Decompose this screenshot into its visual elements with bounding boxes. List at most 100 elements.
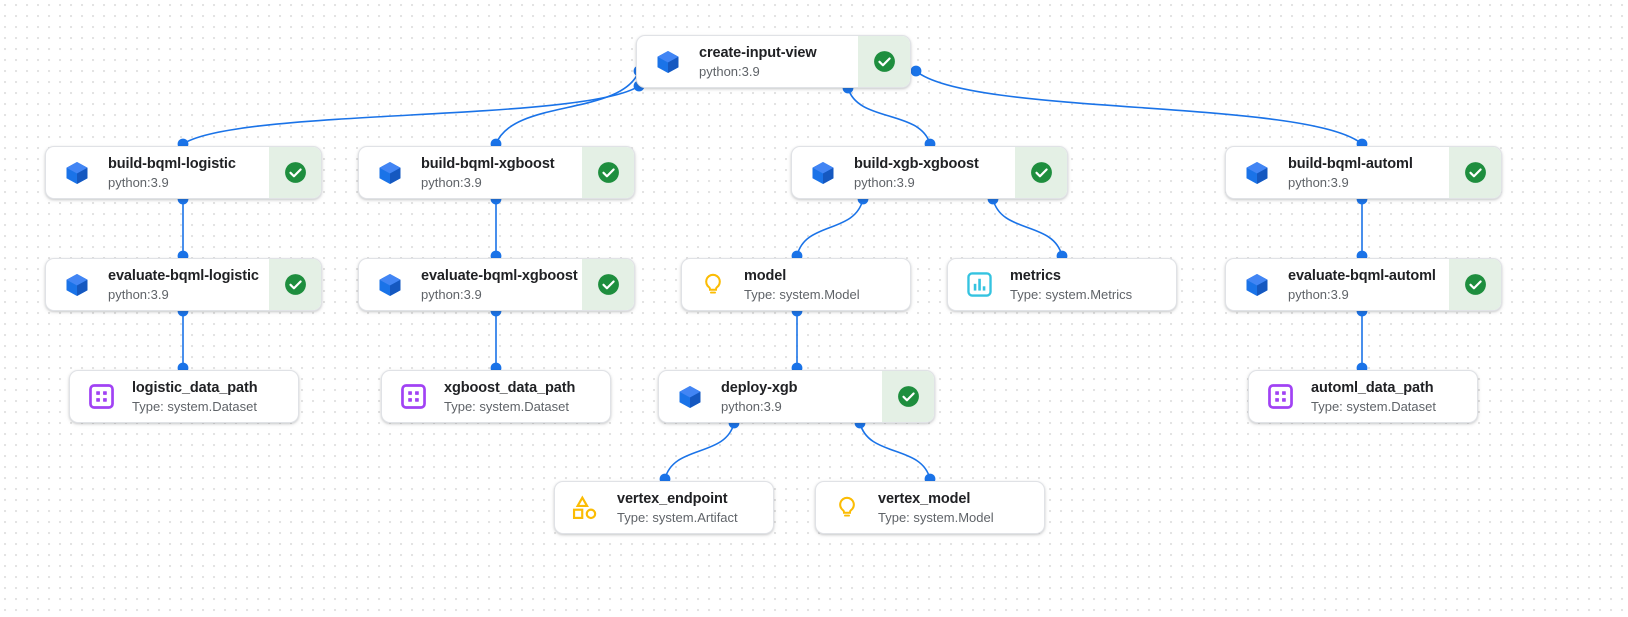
status-badge <box>582 259 634 310</box>
cube-icon <box>62 158 92 188</box>
node-title: xgboost_data_path <box>444 379 576 396</box>
check-circle-icon <box>597 274 619 295</box>
status-badge <box>1015 147 1067 198</box>
node-subtitle: python:3.9 <box>421 286 482 302</box>
cube-icon <box>675 382 705 412</box>
cube-icon <box>808 158 838 188</box>
node-title: logistic_data_path <box>132 379 258 396</box>
cube-icon <box>1246 161 1268 184</box>
cube-icon <box>375 270 405 300</box>
cube-icon <box>66 273 88 296</box>
graph-node-build-bqml-xgboost[interactable]: build-bqml-xgboost python:3.9 <box>358 146 635 199</box>
graph-node-build-bqml-logistic[interactable]: build-bqml-logistic python:3.9 <box>45 146 322 199</box>
node-body: build-bqml-logistic python:3.9 <box>46 147 269 198</box>
node-subtitle: python:3.9 <box>108 174 169 190</box>
dataset-grid-icon <box>398 382 428 412</box>
node-text: build-bqml-logistic python:3.9 <box>108 155 236 191</box>
edge-create-input-view-to-build-bqml-xgboost <box>495 70 640 145</box>
node-title: metrics <box>1010 267 1061 284</box>
cube-icon <box>812 161 834 184</box>
node-subtitle: Type: system.Model <box>744 286 860 302</box>
lightbulb-icon <box>839 496 855 517</box>
check-circle-icon <box>873 51 895 72</box>
shapes-icon <box>571 493 601 523</box>
node-subtitle: python:3.9 <box>108 286 169 302</box>
node-title: vertex_model <box>878 490 971 507</box>
node-text: build-bqml-xgboost python:3.9 <box>421 155 555 191</box>
check-circle-icon <box>284 274 306 295</box>
lightbulb-icon <box>832 493 862 523</box>
node-title: build-bqml-logistic <box>108 155 236 172</box>
lightbulb-icon <box>698 270 728 300</box>
cube-icon <box>1242 270 1272 300</box>
status-badge <box>882 371 934 422</box>
check-circle-icon <box>597 162 619 183</box>
node-subtitle: python:3.9 <box>421 174 482 190</box>
check-circle-icon <box>897 386 919 407</box>
edge-build-xgb-xgboost-to-model <box>796 198 864 257</box>
bar-chart-icon <box>966 272 992 297</box>
cube-icon <box>375 158 405 188</box>
edge-create-input-view-to-build-xgb-xgboost <box>847 87 931 145</box>
cube-icon <box>653 47 683 77</box>
node-subtitle: python:3.9 <box>699 63 760 79</box>
edge-create-input-view-to-build-bqml-automl <box>915 70 1363 145</box>
status-badge <box>269 259 321 310</box>
check-circle-icon <box>284 162 306 183</box>
node-subtitle: Type: system.Dataset <box>444 398 569 414</box>
node-title: model <box>744 267 787 284</box>
node-title: automl_data_path <box>1311 379 1434 396</box>
dataset-grid-icon <box>86 382 116 412</box>
status-badge <box>1449 147 1501 198</box>
status-badge <box>858 36 910 87</box>
dataset-grid-icon <box>1267 384 1293 409</box>
node-title: evaluate-bqml-automl <box>1288 267 1436 284</box>
status-badge <box>582 147 634 198</box>
node-subtitle: Type: system.Artifact <box>617 509 738 525</box>
node-subtitle: Type: system.Dataset <box>1311 398 1436 414</box>
edge-deploy-xgb-to-vertex_model <box>859 422 931 480</box>
node-subtitle: Type: system.Model <box>878 509 994 525</box>
node-body: build-bqml-xgboost python:3.9 <box>359 147 582 198</box>
node-title: vertex_endpoint <box>617 490 728 507</box>
cube-icon <box>379 161 401 184</box>
graph-node-evaluate-bqml-automl[interactable]: evaluate-bqml-automl python:3.9 <box>1225 258 1502 311</box>
node-subtitle: Type: system.Dataset <box>132 398 257 414</box>
node-subtitle: python:3.9 <box>854 174 915 190</box>
node-title: build-bqml-xgboost <box>421 155 555 172</box>
cube-icon <box>379 273 401 296</box>
status-badge <box>269 147 321 198</box>
dataset-grid-icon <box>88 384 114 409</box>
node-subtitle: python:3.9 <box>1288 286 1349 302</box>
edge-handle-source[interactable] <box>910 65 922 77</box>
lightbulb-icon <box>705 273 721 294</box>
